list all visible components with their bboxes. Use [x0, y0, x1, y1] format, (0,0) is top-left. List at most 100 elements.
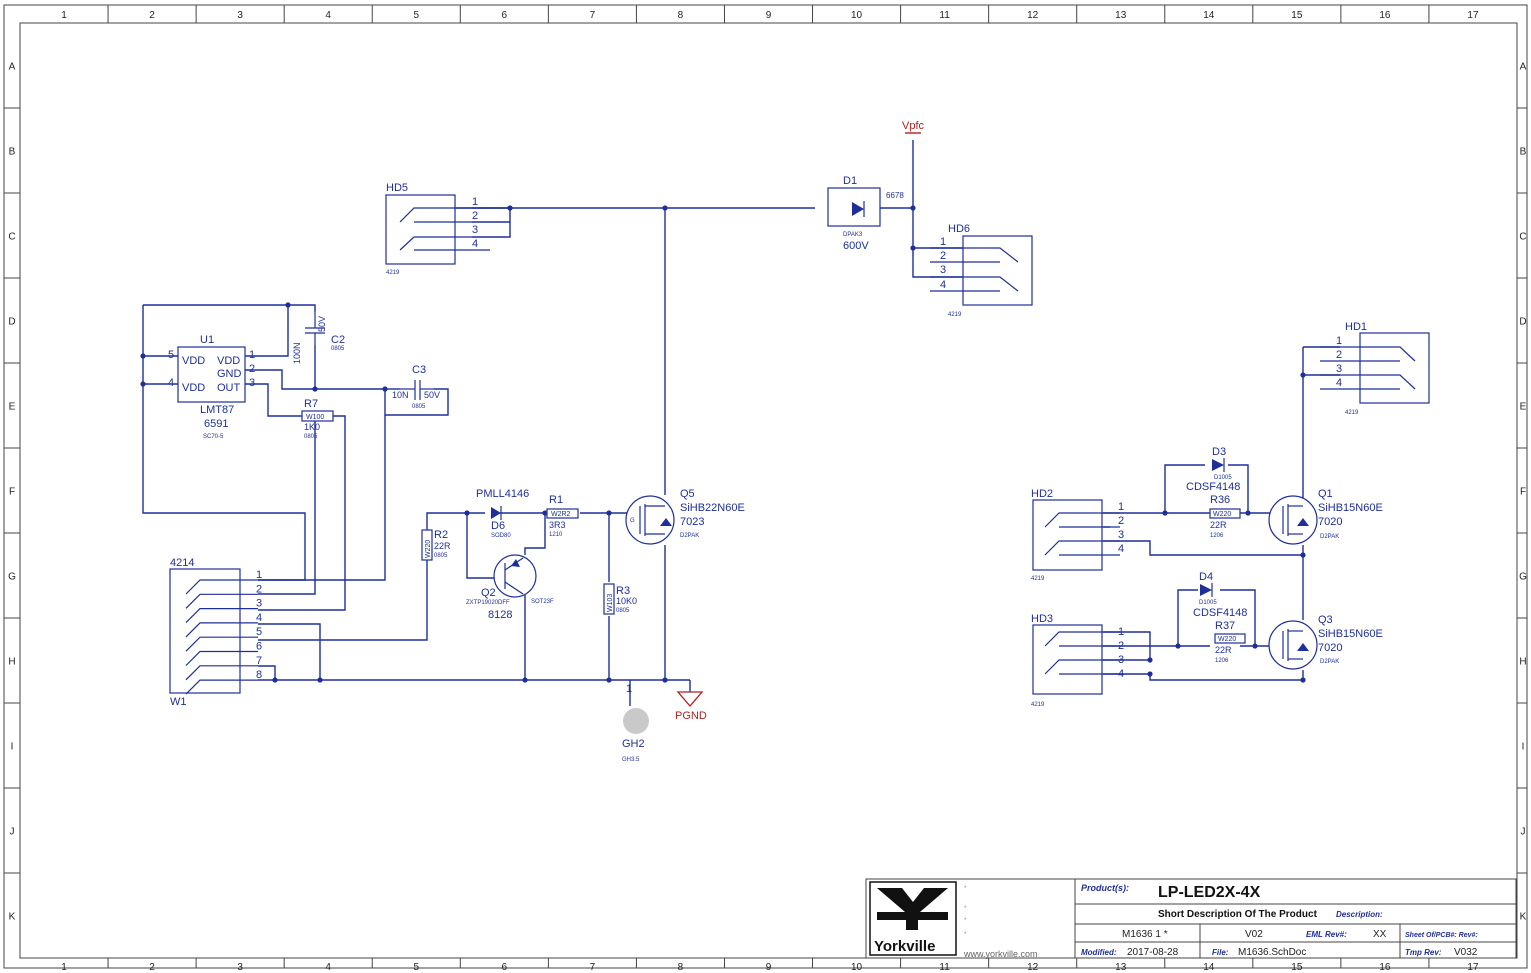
r1-value: 3R3: [549, 520, 566, 530]
sheet-label: Sheet Of/PCB#: Rev#:: [1405, 932, 1478, 939]
header-hd5: HD5 1 2 3 4 4219: [385, 182, 490, 276]
q1-package: D2PAK: [1320, 534, 1339, 540]
resistor-r37: W220 R37 22R 1206: [1214, 620, 1246, 664]
hd6-pin3: 3: [940, 264, 946, 276]
wire-junction: [382, 386, 388, 392]
row-marker-left: I: [11, 742, 14, 753]
file-name: M1636.SchDoc: [1238, 947, 1306, 958]
product-name: LP-LED2X-4X: [1158, 884, 1261, 901]
column-marker-bottom: 14: [1203, 962, 1215, 973]
wire-junction: [1300, 677, 1306, 683]
column-marker-top: 8: [678, 10, 684, 21]
wire-junction: [1162, 510, 1168, 516]
column-marker-top: 12: [1027, 10, 1039, 21]
pgnd-label: PGND: [675, 710, 707, 722]
row-marker-left: F: [9, 487, 15, 498]
d1-value: 600V: [843, 240, 869, 252]
wire-junction: [1245, 510, 1251, 516]
column-marker-top: 11: [939, 10, 950, 21]
wire-junction: [522, 677, 528, 683]
resistor-r2: W220 R2 22R 0805: [421, 529, 451, 561]
column-marker-top: 1: [61, 10, 67, 21]
u1-pin-vdd-left-top: VDD: [182, 355, 205, 367]
column-marker-top: 16: [1379, 10, 1391, 21]
logo-company: Yorkville: [874, 938, 935, 955]
r37-ref: R37: [1215, 620, 1235, 632]
column-marker-bottom: 16: [1379, 962, 1391, 973]
wire-junction: [662, 205, 668, 211]
svg-text:*: *: [964, 886, 967, 892]
r7-code: W100: [306, 414, 324, 421]
svg-text:*: *: [964, 918, 967, 924]
diode-d1: D1 6678 DPAK3 600V: [827, 175, 904, 252]
wire-junction: [1300, 372, 1306, 378]
diode-d3: D3 D1005 CDSF4148: [1186, 446, 1240, 493]
d6-package: SOD80: [491, 533, 511, 539]
wire-junction: [285, 302, 291, 308]
w1-pin: 1: [256, 569, 262, 581]
c3-package: 0805: [412, 404, 426, 410]
c2-ref: C2: [331, 334, 345, 346]
hd2-pin3: 3: [1118, 529, 1124, 541]
row-marker-left: D: [8, 317, 15, 328]
hd3-ref: HD3: [1031, 613, 1053, 625]
wire-junction: [662, 677, 668, 683]
column-marker-top: 15: [1291, 10, 1303, 21]
r7-ref: R7: [304, 398, 318, 410]
d1-code: 6678: [886, 191, 904, 200]
column-marker-top: 13: [1115, 10, 1127, 21]
u1-pin-out: OUT: [217, 382, 241, 394]
column-marker-top: 9: [766, 10, 772, 21]
u1-pin4: 4: [168, 377, 174, 389]
wire-junction: [910, 245, 916, 251]
r1-ref: R1: [549, 494, 563, 506]
row-marker-left: J: [10, 827, 15, 838]
d6-part: PMLL4146: [476, 488, 529, 500]
row-marker-left: G: [8, 572, 16, 583]
r3-package: 0805: [616, 608, 630, 614]
gh2-package: GH3.5: [622, 757, 640, 763]
d3-package: D1005: [1214, 475, 1232, 481]
row-marker-right: E: [1520, 402, 1527, 413]
hd2-pin4: 4: [1118, 543, 1124, 555]
mosfet-q1: Q1 SiHB15N60E 7020 D2PAK: [1268, 488, 1383, 545]
header-hd6: HD6 1 2 3 4 4219: [930, 223, 1033, 318]
row-marker-left: K: [9, 912, 16, 923]
u1-pin5: 5: [168, 349, 174, 361]
r36-value: 22R: [1210, 520, 1227, 530]
wire-junction: [1252, 643, 1258, 649]
hd1-pin1: 1: [1336, 335, 1342, 347]
c2-package: 0805: [331, 346, 345, 352]
hd5-pin3: 3: [472, 224, 478, 236]
file-label: File:: [1212, 948, 1229, 957]
diode-d4: D4 D1005 CDSF4148: [1193, 571, 1247, 619]
column-marker-bottom: 13: [1115, 962, 1127, 973]
q2-value: 8128: [488, 609, 512, 621]
q1-value: 7020: [1318, 516, 1342, 528]
wire-junction: [606, 677, 612, 683]
row-marker-left: A: [9, 62, 16, 73]
hd3-pin4: 4: [1118, 668, 1124, 680]
w1-pin: 6: [256, 641, 262, 653]
hd3-pin1: 1: [1118, 626, 1124, 638]
tmp-rev-label: Tmp Rev:: [1405, 948, 1442, 957]
hd3-pin3: 3: [1118, 654, 1124, 666]
r1-code: W2R2: [551, 511, 571, 518]
q1-part: SiHB15N60E: [1318, 502, 1383, 514]
diode-d6: PMLL4146 D6 SOD80: [476, 488, 529, 539]
svg-text:*: *: [964, 932, 967, 938]
title-block: Yorkville * * * * www.yorkville.com Prod…: [865, 878, 1517, 959]
doc-version: V02: [1245, 929, 1263, 940]
row-marker-right: A: [1520, 62, 1527, 73]
hd5-pin2: 2: [472, 210, 478, 222]
hd2-part: 4219: [1031, 576, 1045, 582]
r37-package: 1206: [1215, 658, 1229, 664]
q3-ref: Q3: [1318, 614, 1333, 626]
column-marker-bottom: 15: [1291, 962, 1303, 973]
d6-ref: D6: [491, 520, 505, 532]
u1-pin-gnd: GND: [217, 368, 242, 380]
website-link[interactable]: www.yorkville.com: [963, 949, 1038, 959]
description-label: Description:: [1336, 910, 1383, 919]
row-marker-right: C: [1519, 232, 1526, 243]
row-marker-right: I: [1522, 742, 1525, 753]
